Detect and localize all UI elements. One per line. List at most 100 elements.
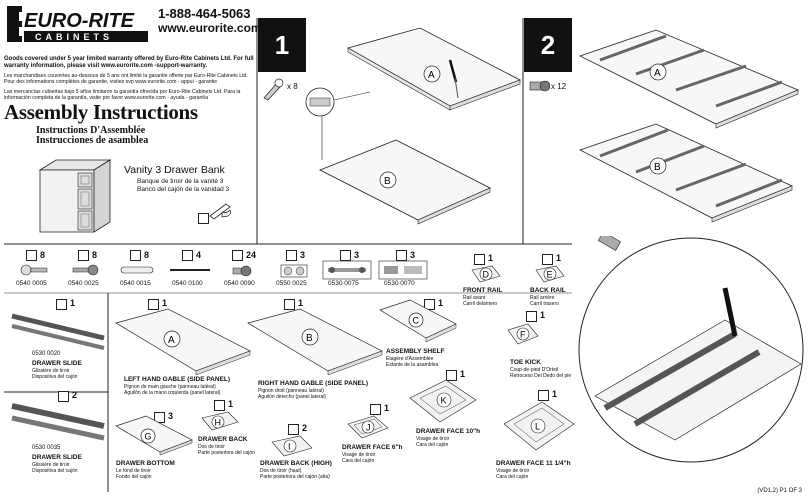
step-1-number: 1 bbox=[258, 18, 306, 72]
drawer-slide-1-es: Dispositiva del cajón bbox=[32, 374, 78, 380]
hardware-code: 0530 0075 bbox=[328, 280, 359, 287]
drawer-back-high-letter: I bbox=[288, 442, 291, 452]
drawer-slide-1-checkbox[interactable] bbox=[56, 299, 67, 310]
back-rail-letter: E bbox=[547, 270, 553, 280]
assembly-shelf-checkbox[interactable] bbox=[424, 299, 435, 310]
right-gable-checkbox[interactable] bbox=[284, 299, 295, 310]
drawer-face-11-qty: 1 bbox=[552, 389, 558, 399]
drawer-face-11-label: DRAWER FACE 11 1/4"h bbox=[496, 460, 571, 467]
subtitle-es: Instrucciones de asamblea bbox=[36, 135, 149, 146]
zoom-detail-circle bbox=[575, 231, 805, 469]
cam-bolt-icon bbox=[72, 264, 99, 276]
drawer-slide-2-checkbox[interactable] bbox=[58, 391, 69, 402]
hardware-code: 0540 0005 bbox=[16, 280, 47, 287]
drawer-back-high-drawing: I bbox=[270, 434, 314, 465]
back-rail-drawing: E bbox=[534, 264, 566, 291]
drawer-face-6-label: DRAWER FACE 6"h bbox=[342, 444, 403, 451]
drawer-face-6-drawing: J bbox=[346, 414, 390, 447]
product-name: Vanity 3 Drawer Bank bbox=[124, 164, 225, 176]
drawer-back-fr: Dos de tiroir bbox=[198, 444, 225, 450]
drawer-face-6-checkbox[interactable] bbox=[370, 404, 381, 415]
toe-kick-checkbox[interactable] bbox=[526, 311, 537, 322]
product-name-es: Banco del cajón de la vanidad 3 bbox=[137, 186, 230, 193]
toe-kick-label: TOE KICK bbox=[510, 359, 541, 366]
hardware-qty: 24 bbox=[246, 250, 257, 260]
rod-icon bbox=[170, 269, 210, 271]
drawer-slide-2-es: Dispositiva del cajón bbox=[32, 468, 78, 474]
drawer-face-10-label: DRAWER FACE 10"h bbox=[416, 428, 481, 435]
drawer-slide-2-fr: Glissière de tiroir bbox=[32, 462, 70, 468]
step-2-label-b: B bbox=[654, 162, 661, 173]
hardware-code: 0540 0025 bbox=[68, 280, 99, 287]
hardware-qty: 3 bbox=[354, 250, 360, 260]
drawer-face-10-checkbox[interactable] bbox=[446, 370, 457, 381]
drawer-bottom-es: Fondo del cajón bbox=[116, 474, 152, 480]
drawer-bottom-drawing: G bbox=[112, 412, 196, 465]
toe-kick-letter: F bbox=[520, 330, 526, 340]
step-1-label-a: A bbox=[428, 70, 435, 81]
hardware-checkbox[interactable] bbox=[182, 250, 193, 261]
back-rail-checkbox[interactable] bbox=[542, 254, 553, 265]
warranty-en: Goods covered under 5 year limited warra… bbox=[4, 56, 254, 69]
drawer-slide-2-label: DRAWER SLIDE bbox=[32, 454, 82, 461]
step-1-label-b: B bbox=[384, 176, 391, 187]
left-gable-fr: Pignon de main gauche (panneau latéral) bbox=[124, 384, 216, 390]
back-rail-fr: Rail arrière bbox=[530, 295, 555, 301]
drawer-face-10-es: Cara del cajón bbox=[416, 442, 449, 448]
screw-icon bbox=[232, 265, 252, 277]
drawer-bottom-label: DRAWER BOTTOM bbox=[116, 460, 175, 467]
drawer-back-checkbox[interactable] bbox=[214, 400, 225, 411]
left-gable-checkbox[interactable] bbox=[148, 299, 159, 310]
pencil-hand-icon bbox=[208, 200, 234, 225]
front-rail-qty: 1 bbox=[488, 253, 494, 263]
brand-tagline: CABINETS bbox=[35, 32, 113, 42]
hardware-qty: 4 bbox=[196, 250, 202, 260]
hardware-checkbox[interactable] bbox=[232, 250, 243, 261]
drawer-face-11-letter: L bbox=[535, 422, 540, 432]
drawer-slide-1-label: DRAWER SLIDE bbox=[32, 360, 82, 367]
front-rail-es: Carril delantero bbox=[463, 301, 498, 307]
right-gable-letter: B bbox=[306, 333, 313, 344]
drawer-back-high-fr: Dos de tiroir (haut) bbox=[260, 468, 302, 474]
hardware-checkbox[interactable] bbox=[130, 250, 141, 261]
front-rail-fr: Rail avant bbox=[463, 295, 486, 301]
page-title: Assembly Instructions bbox=[4, 100, 198, 124]
dowel-icon bbox=[120, 266, 154, 274]
drawer-back-high-checkbox[interactable] bbox=[288, 424, 299, 435]
hardware-checkbox[interactable] bbox=[340, 250, 351, 261]
drawer-face-10-qty: 1 bbox=[460, 369, 466, 379]
hardware-code: 0550 0025 bbox=[276, 280, 307, 287]
assembly-shelf-qty: 1 bbox=[438, 298, 444, 308]
warranty-es: Las mercancías cubiertas bajo 5 años lim… bbox=[4, 88, 241, 102]
handle-icon bbox=[322, 260, 372, 280]
assembly-shelf-fr: Étagère d'Assemblée bbox=[386, 356, 434, 362]
assembly-shelf-drawing: C bbox=[376, 298, 460, 353]
left-gable-qty: 1 bbox=[162, 298, 168, 308]
back-rail-label: BACK RAIL bbox=[530, 287, 566, 294]
drawer-face-10-fr: Visage de tiroir bbox=[416, 436, 450, 442]
hardware-checkbox[interactable] bbox=[286, 250, 297, 261]
hardware-qty: 8 bbox=[144, 250, 150, 260]
hardware-code: 0540 0090 bbox=[224, 280, 255, 287]
drawer-face-11-es: Cara del cajón bbox=[496, 474, 529, 480]
checklist-checkbox[interactable] bbox=[198, 213, 209, 224]
toe-kick-fr: Coup-de-pied D'Orteil bbox=[510, 367, 559, 373]
drawer-face-11-drawing: L bbox=[502, 400, 576, 459]
drawer-bottom-checkbox[interactable] bbox=[154, 412, 165, 423]
drawer-back-qty: 1 bbox=[228, 399, 234, 409]
hinge-icon bbox=[378, 260, 428, 280]
drawer-face-11-checkbox[interactable] bbox=[538, 390, 549, 401]
drawer-face-6-es: Cara del cajón bbox=[342, 458, 375, 464]
hardware-checkbox[interactable] bbox=[26, 250, 37, 261]
hardware-checkbox[interactable] bbox=[78, 250, 89, 261]
assembly-shelf-letter: C bbox=[413, 316, 420, 326]
drawer-back-high-es: Parte posteriora del cajón (alta) bbox=[260, 474, 330, 480]
left-gable-es: Aguilón de la mano izquierda (panel late… bbox=[124, 390, 221, 396]
step-2-number: 2 bbox=[524, 18, 572, 72]
front-rail-checkbox[interactable] bbox=[474, 254, 485, 265]
cam-screw-icon bbox=[528, 77, 551, 100]
hardware-checkbox[interactable] bbox=[396, 250, 407, 261]
left-gable-letter: A bbox=[168, 335, 175, 346]
drawer-face-6-qty: 1 bbox=[384, 403, 390, 413]
